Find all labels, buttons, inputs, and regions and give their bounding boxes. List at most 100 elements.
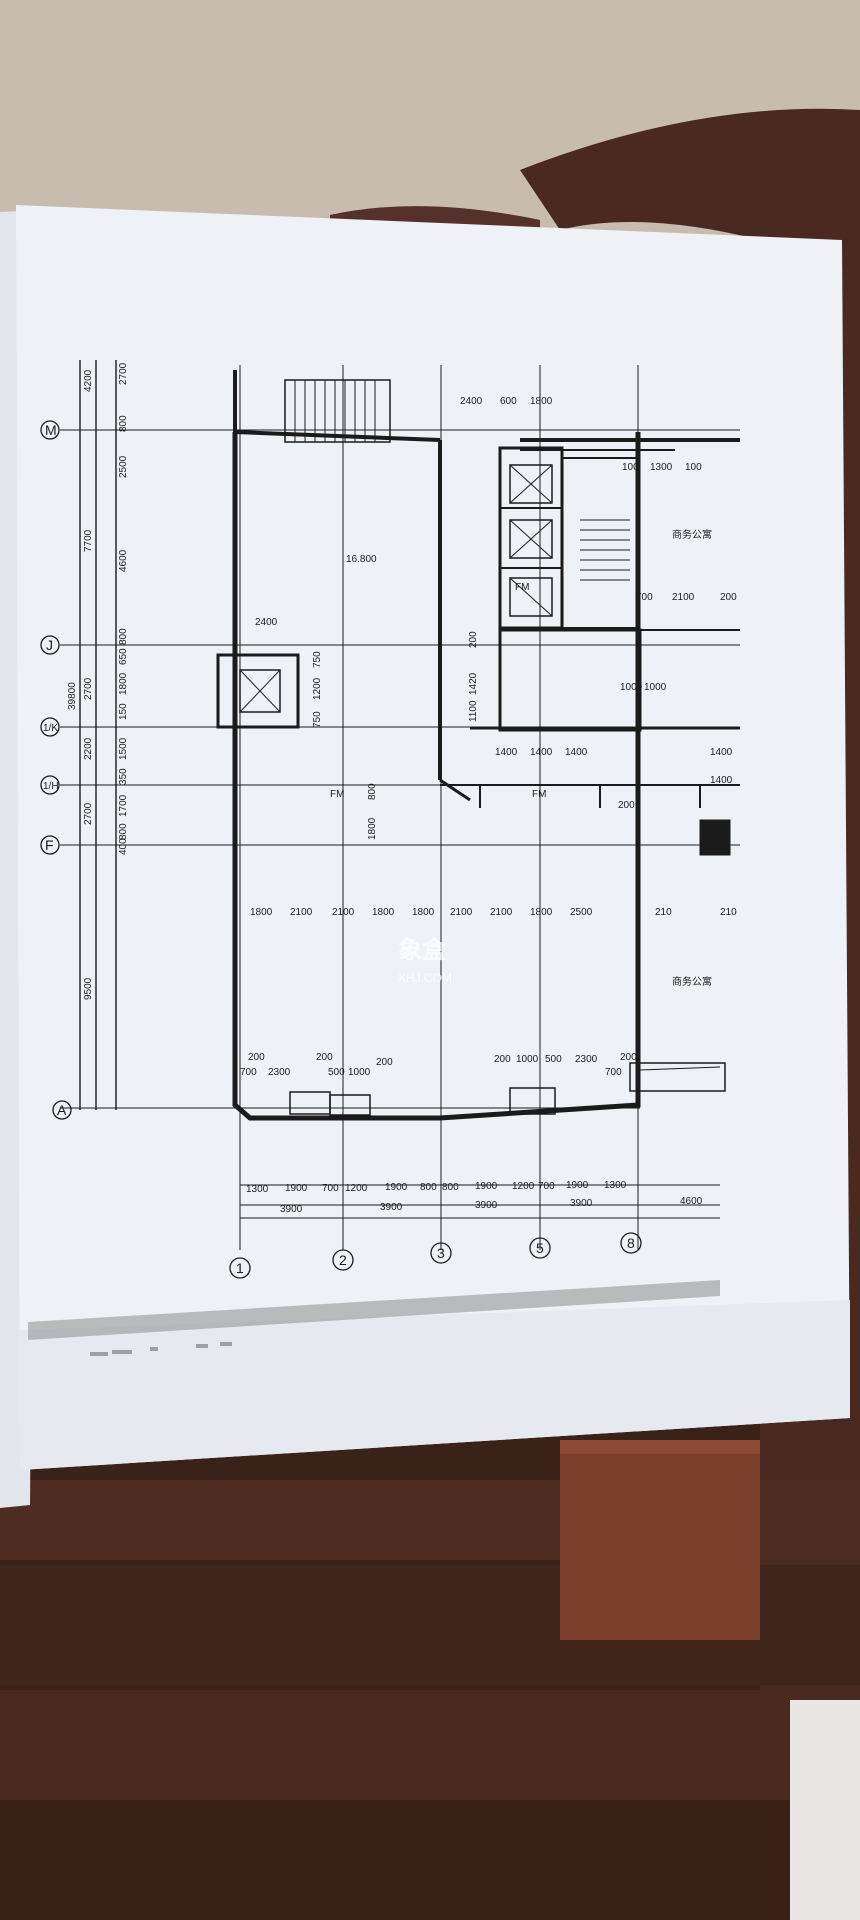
dim-rt-1300: 1300 xyxy=(650,462,673,473)
dim-left-7700: 7700 xyxy=(83,529,94,552)
dim-row-2: 2100 xyxy=(332,907,355,918)
axis-letter-a: A xyxy=(57,1102,67,1118)
dim-inner-l-4: 500 xyxy=(328,1067,345,1078)
room-label-lower: 商务公寓 xyxy=(672,975,712,988)
dim-row-10: 210 xyxy=(720,907,737,918)
dim-top-2400: 2400 xyxy=(460,396,483,407)
dim-col3-9: 350 xyxy=(118,768,129,785)
axis-number-8: 8 xyxy=(627,1235,635,1251)
dim-total-left: 39800 xyxy=(67,682,78,710)
dim-bottom2-4: 4600 xyxy=(680,1196,703,1207)
dim-bottom-1: 1900 xyxy=(285,1183,308,1194)
room-label-upper: 商务公寓 xyxy=(672,528,712,541)
dim-row-7: 1800 xyxy=(530,907,553,918)
axis-number-2: 2 xyxy=(339,1252,347,1268)
stair-label-3: FM xyxy=(515,582,529,593)
dim-core-2400: 2400 xyxy=(255,617,278,628)
dim-rm-700: 700 xyxy=(636,592,653,603)
dim-left-4200: 4200 xyxy=(83,369,94,392)
watermark-domain: XHJ.COM xyxy=(398,971,452,985)
dim-rt-100a: 100 xyxy=(622,462,639,473)
dim-bottom2-1: 3900 xyxy=(380,1202,403,1213)
dim-rm-2100: 2100 xyxy=(672,592,695,603)
dim-mid-1400-b: 1400 xyxy=(530,747,553,758)
axis-letter-m: M xyxy=(45,422,57,438)
dim-inner-l-5: 1000 xyxy=(348,1067,371,1078)
axis-letter-j: J xyxy=(46,637,53,653)
dim-inner-r-5: 200 xyxy=(620,1052,637,1063)
stair-label-1: FM xyxy=(330,789,344,800)
dim-left-2200: 2200 xyxy=(83,737,94,760)
dim-row-9: 210 xyxy=(655,907,672,918)
dim-misc-200b: 200 xyxy=(618,800,635,811)
axis-number-3: 3 xyxy=(437,1245,445,1261)
dim-inner-r-0: 200 xyxy=(494,1054,511,1065)
dim-col3-2: 2500 xyxy=(118,455,129,478)
plan-text: 16.800 商务公寓 商务公寓 M J 1/K 1/H F A 1 2 3 5… xyxy=(43,362,737,1276)
dim-misc-1000a: 1000 xyxy=(620,682,643,693)
axis-letter-1h: 1/H xyxy=(43,781,59,792)
dim-bottom2-2: 3900 xyxy=(475,1200,498,1211)
dim-bottom-3: 1200 xyxy=(345,1183,368,1194)
floor-plan-paper xyxy=(16,205,850,1470)
dim-inner-l-3: 200 xyxy=(316,1052,333,1063)
dim-core-1200: 1200 xyxy=(312,677,323,700)
dim-col3-6: 1800 xyxy=(118,672,129,695)
axis-number-5: 5 xyxy=(536,1240,544,1256)
dim-top-600: 600 xyxy=(500,396,517,407)
dim-rm-200: 200 xyxy=(720,592,737,603)
dim-col3-1: 800 xyxy=(118,415,129,432)
watermark: 象盒 XHJ.COM xyxy=(398,936,452,985)
dim-left-9500: 9500 xyxy=(83,977,94,1000)
dim-bottom-7: 1900 xyxy=(475,1181,498,1192)
dim-bottom-4: 1900 xyxy=(385,1182,408,1193)
level-mark: 16.800 xyxy=(346,554,377,565)
dim-col3-8: 1500 xyxy=(118,737,129,760)
dim-inner-r-3: 2300 xyxy=(575,1054,598,1065)
dim-col3-3: 4600 xyxy=(118,549,129,572)
dim-row-4: 1800 xyxy=(412,907,435,918)
dim-bottom-9: 700 xyxy=(538,1181,555,1192)
dim-misc-1400: 1400 xyxy=(710,775,733,786)
dim-rt-100b: 100 xyxy=(685,462,702,473)
dim-bottom2-0: 3900 xyxy=(280,1204,303,1215)
floor-plan-drawing xyxy=(40,360,740,1279)
dim-bottom2-3: 3900 xyxy=(570,1198,593,1209)
dim-bottom-8: 1200 xyxy=(512,1181,535,1192)
dim-misc-800: 800 xyxy=(367,783,378,800)
dim-col3-5: 650 xyxy=(118,648,129,665)
dim-inner-r-2: 500 xyxy=(545,1054,562,1065)
dim-inner-r-4: 700 xyxy=(605,1067,622,1078)
dim-row-3: 1800 xyxy=(372,907,395,918)
stair-label-2: FM xyxy=(532,789,546,800)
dim-col3-4: 800 xyxy=(118,628,129,645)
axis-letter-1k: 1/K xyxy=(43,723,58,734)
dim-mid-1400-c: 1400 xyxy=(565,747,588,758)
dim-misc-200: 200 xyxy=(468,631,479,648)
dim-row-5: 2100 xyxy=(450,907,473,918)
dim-core-750a: 750 xyxy=(312,651,323,668)
axis-letter-f: F xyxy=(45,837,54,853)
lower-print-marks xyxy=(90,1342,232,1356)
dim-bottom-2: 700 xyxy=(322,1183,339,1194)
axis-number-1: 1 xyxy=(236,1260,244,1276)
dim-inner-l-0: 200 xyxy=(248,1052,265,1063)
dim-inner-l-6: 200 xyxy=(376,1057,393,1068)
watermark-logo: 象盒 xyxy=(398,936,447,964)
dim-bottom-0: 1300 xyxy=(246,1184,269,1195)
dim-inner-l-1: 700 xyxy=(240,1067,257,1078)
dim-misc-1000b: 1000 xyxy=(644,682,667,693)
dim-left-2700-b: 2700 xyxy=(83,802,94,825)
dim-col3-11: 800 xyxy=(118,823,129,840)
dim-col3-10: 1700 xyxy=(118,794,129,817)
dim-col3-12: 400 xyxy=(118,838,129,855)
dim-bottom-10: 1900 xyxy=(566,1180,589,1191)
dim-misc-1420: 1420 xyxy=(468,672,479,695)
paper-shadow-fold xyxy=(20,1300,850,1470)
dim-row-8: 2500 xyxy=(570,907,593,918)
dim-bottom-5: 800 xyxy=(420,1182,437,1193)
dim-row-0: 1800 xyxy=(250,907,273,918)
dim-mid-1400-a: 1400 xyxy=(495,747,518,758)
dim-bottom-6: 800 xyxy=(442,1182,459,1193)
